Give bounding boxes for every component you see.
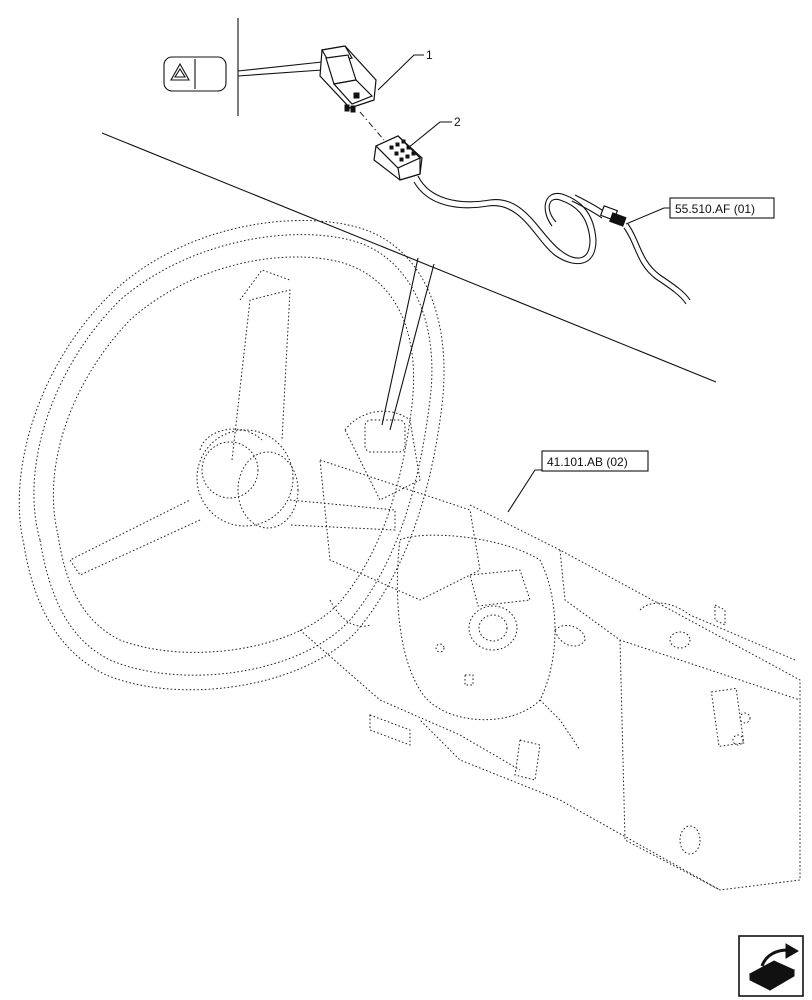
callout-item-1: 1: [426, 48, 433, 62]
ref-label-steering: 41.101.AB (02): [547, 455, 628, 469]
steering-wheel: [18, 220, 445, 691]
ref-box-steering: [541, 450, 649, 472]
steering-column-cover: [319, 410, 556, 721]
hazard-switch-symbol-frame: [163, 56, 227, 92]
next-page-arrow-icon[interactable]: [738, 935, 804, 997]
hazard-switch-symbol: [163, 56, 227, 92]
steering-column-console: [299, 504, 801, 891]
ref-box-harness: [669, 197, 775, 219]
hazard-switch-part: [319, 45, 377, 113]
ref-label-harness: 55.510.AF (01): [675, 202, 755, 216]
wire-harness: [413, 175, 691, 305]
callout-item-2: 2: [454, 115, 461, 129]
hazard-warning-triangle-icon: [170, 62, 190, 81]
